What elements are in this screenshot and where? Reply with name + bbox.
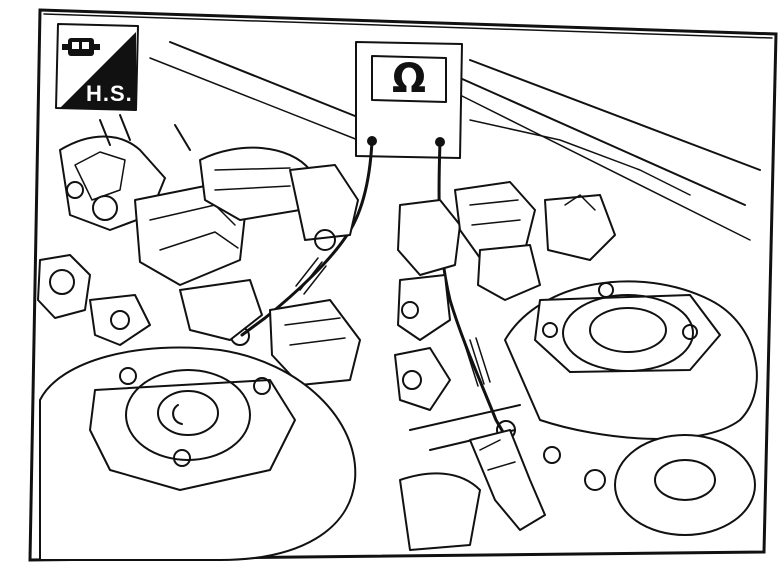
hs-badge: H.S. bbox=[55, 23, 139, 111]
ohmmeter: Ω bbox=[355, 41, 463, 159]
reservoir-cap bbox=[584, 434, 756, 536]
strut-tower-right bbox=[504, 280, 758, 440]
lead-right bbox=[437, 140, 505, 434]
intake-assembly bbox=[37, 114, 361, 386]
engine-icon bbox=[62, 38, 100, 56]
firewall-lines bbox=[149, 41, 761, 241]
strut-tower-left bbox=[39, 346, 357, 561]
connector-harness bbox=[399, 429, 561, 551]
center-components bbox=[394, 181, 616, 451]
lead-left bbox=[240, 139, 374, 337]
ohm-symbol: Ω bbox=[392, 56, 426, 102]
badge-label: H.S. bbox=[86, 81, 133, 106]
